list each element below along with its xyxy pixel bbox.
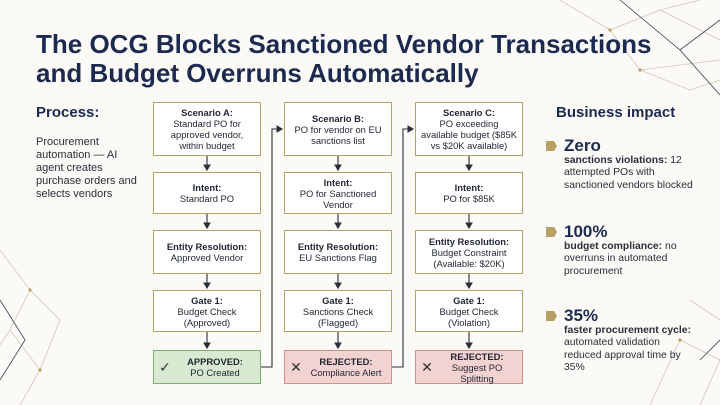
entity-label: Entity Resolution: — [428, 235, 510, 247]
scenario-b-title: Scenario B: — [311, 112, 365, 124]
scenario-c-gate-box: Gate 1: Budget Check (Violation) — [415, 290, 523, 332]
intent-label: Intent: — [454, 182, 484, 193]
impact-item-speed: 35% faster procurement cycle: automated … — [544, 306, 694, 375]
gate-value: Budget Check (Approved) — [177, 305, 237, 328]
entity-value: EU Sanctions Flag — [299, 252, 377, 263]
title-line-2: and Budget Overruns Automatically — [36, 58, 479, 88]
scenario-c-entity-box: Entity Resolution: Budget Constraint (Av… — [415, 230, 523, 274]
entity-label: Entity Resolution: — [297, 241, 379, 252]
impact-item-zero: Zero sanctions violations: 12 attempted … — [544, 136, 694, 192]
result-label: REJECTED: — [450, 350, 504, 362]
impact-item-budget: 100% budget compliance: no overruns in a… — [544, 222, 694, 278]
scenario-c-result: ✕ REJECTED: Suggest PO Splitting — [415, 350, 523, 384]
impact-bold: budget compliance: — [564, 241, 663, 252]
connector-a-to-b — [261, 125, 284, 368]
scenario-a-desc: Standard PO for approved vendor, within … — [170, 118, 244, 151]
intent-value: PO for $85K — [443, 193, 495, 204]
result-label: REJECTED: — [319, 356, 373, 367]
impact-value: Zero — [564, 136, 601, 155]
intent-value: Standard PO — [179, 193, 235, 204]
impact-value: 100% — [564, 222, 608, 241]
scenario-c-title: Scenario C: — [442, 107, 496, 118]
gate-label: Gate 1: — [453, 294, 485, 306]
impact-bold: faster procurement cycle: — [564, 325, 692, 336]
scenario-b-entity-box: Entity Resolution: EU Sanctions Flag — [284, 230, 392, 274]
impact-heading: Business impact — [556, 104, 676, 121]
impact-description: budget compliance: no overruns in automa… — [564, 241, 694, 278]
scenario-a-title: Scenario A: — [181, 107, 233, 118]
impact-value: 35% — [564, 306, 599, 325]
intent-label: Intent: — [192, 182, 222, 193]
scenario-b-result: ✕ REJECTED: Compliance Alert — [284, 350, 392, 384]
impact-description: faster procurement cycle: automated vali… — [564, 325, 694, 375]
impact-bold: sanctions violations: — [564, 155, 668, 166]
arrow-bullet-icon — [546, 227, 557, 237]
scenario-a-result: ✓ APPROVED: PO Created — [153, 350, 261, 384]
result-value: PO Created — [190, 367, 240, 378]
scenario-a-gate-box: Gate 1: Budget Check (Approved) — [153, 290, 261, 332]
intent-value: PO for Sanctioned Vendor — [299, 187, 377, 210]
x-icon: ✕ — [421, 358, 433, 375]
page-title: The OCG Blocks Sanctioned Vendor Transac… — [36, 30, 696, 88]
gate-value: Budget Check (Violation) — [439, 305, 499, 328]
scenario-a-entity-box: Entity Resolution: Approved Vendor — [153, 230, 261, 274]
scenario-b-gate-box: Gate 1: Sanctions Check (Flagged) — [284, 290, 392, 332]
scenario-a-box: Scenario A: Standard PO for approved ven… — [153, 102, 261, 156]
scenario-c-box: Scenario C: PO exceeding available budge… — [415, 102, 523, 156]
scenario-c-intent-box: Intent: PO for $85K — [415, 172, 523, 214]
title-line-1: The OCG Blocks Sanctioned Vendor Transac… — [36, 29, 652, 59]
intent-label: Intent: — [323, 176, 353, 188]
gate-label: Gate 1: — [322, 294, 354, 306]
impact-rest: no overruns in automated procurement — [564, 241, 677, 277]
gate-label: Gate 1: — [191, 294, 223, 306]
connector-b-to-c — [392, 125, 415, 368]
entity-label: Entity Resolution: — [166, 241, 248, 252]
result-value: Compliance Alert — [310, 367, 382, 378]
entity-value: Budget Constraint (Available: $20K) — [431, 246, 507, 269]
scenario-b-desc: PO for vendor on EU sanctions list — [294, 123, 382, 146]
gate-value: Sanctions Check (Flagged) — [302, 305, 374, 328]
scenario-c-desc: PO exceeding available budget ($85K vs $… — [421, 118, 517, 151]
entity-value: Approved Vendor — [170, 252, 244, 263]
impact-rest: automated validation reduced approval ti… — [564, 337, 681, 374]
scenario-b-intent-box: Intent: PO for Sanctioned Vendor — [284, 172, 392, 214]
scenario-a-intent-box: Intent: Standard PO — [153, 172, 261, 214]
result-label: APPROVED: — [187, 356, 243, 367]
x-icon: ✕ — [290, 358, 302, 375]
result-value: Suggest PO Splitting — [451, 361, 503, 384]
impact-rest: 12 attempted POs with sanctioned vendors… — [564, 155, 693, 191]
impact-description: sanctions violations: 12 attempted POs w… — [564, 155, 694, 192]
process-heading: Process: — [36, 104, 100, 121]
check-icon: ✓ — [159, 358, 171, 375]
arrow-bullet-icon — [546, 141, 557, 151]
arrow-bullet-icon — [546, 311, 557, 321]
scenario-b-box: Scenario B: PO for vendor on EU sanction… — [284, 102, 392, 156]
process-description: Procurement automation — AI agent create… — [36, 136, 137, 200]
